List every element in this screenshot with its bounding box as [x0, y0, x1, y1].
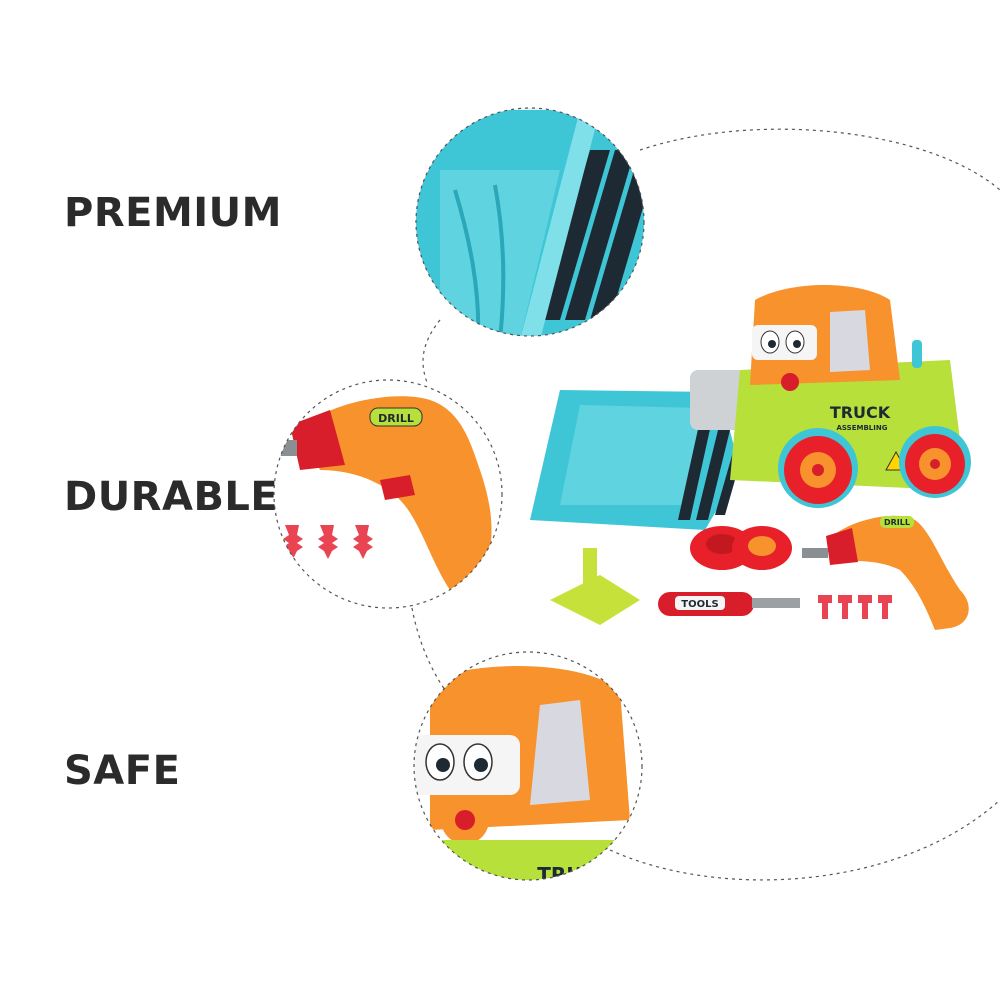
small-drill-label: DRILL: [884, 518, 910, 527]
drill-label: DRILL: [378, 412, 414, 425]
zoom-circle-cab: TRUCK: [413, 651, 643, 887]
body-truck-label: TRUCK: [830, 403, 891, 422]
dashed-connector-lines: [411, 128, 1000, 881]
toy-bulldozer: TRUCK ASSEMBLING: [530, 285, 971, 530]
feature-label-durable: DURABLE: [64, 474, 279, 520]
wheel-front: [778, 428, 858, 508]
feature-label-premium: PREMIUM: [64, 190, 282, 236]
tools-label: TOOLS: [681, 599, 718, 610]
zoom-circle-drill: DRILL: [273, 379, 503, 609]
zoom-circle-bucket: [415, 107, 645, 337]
body-assembling-label: ASSEMBLING: [837, 424, 888, 432]
cab-truck-label: TRUCK: [537, 863, 614, 887]
loose-parts: TOOLS DRILL: [550, 515, 969, 630]
feature-label-safe: SAFE: [64, 748, 181, 794]
wheel-rear: [899, 426, 971, 498]
